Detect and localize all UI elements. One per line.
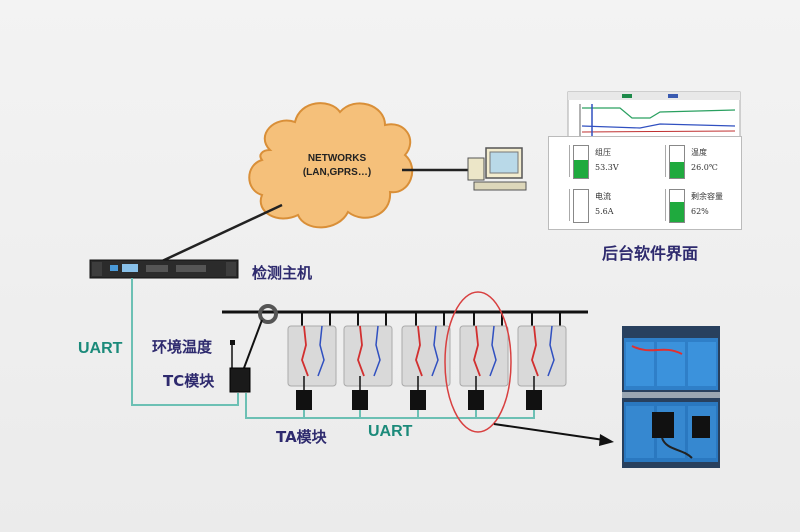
voltage-value: 53.3V bbox=[595, 163, 619, 172]
capacity-value: 62% bbox=[691, 207, 709, 216]
current-value: 5.6A bbox=[595, 207, 614, 216]
battery-string bbox=[287, 312, 567, 410]
uart-left-label: UART bbox=[78, 340, 123, 357]
host-cloud-link bbox=[159, 203, 283, 264]
voltage-tile: 组压 53.3V bbox=[551, 141, 643, 183]
capacity-name: 剩余容量 bbox=[691, 192, 723, 201]
battery-cell bbox=[459, 312, 509, 410]
uart-bottom-label: UART bbox=[368, 423, 413, 440]
highlight-ellipse bbox=[444, 291, 512, 433]
tc-module-box bbox=[229, 367, 251, 393]
voltage-name: 组压 bbox=[595, 148, 611, 157]
software-label: 后台软件界面 bbox=[602, 244, 699, 263]
battery-cell bbox=[287, 312, 337, 410]
current-sensor-icon bbox=[258, 304, 278, 324]
software-status-panel: 组压 53.3V 温度 26.0℃ 电流 5.6A 剩余容量 62% bbox=[548, 136, 742, 230]
battery-cell bbox=[401, 312, 451, 410]
tc-module-label: TC模块 bbox=[163, 372, 215, 390]
zoom-arrow bbox=[493, 423, 614, 446]
uart-wiring bbox=[131, 278, 535, 419]
current-tile: 电流 5.6A bbox=[551, 185, 643, 227]
battery-cell bbox=[517, 312, 567, 410]
host-label: 检测主机 bbox=[252, 264, 313, 282]
temperature-value: 26.0℃ bbox=[691, 163, 718, 172]
cloud-label: NETWORKS (LAN,GPRS…) bbox=[262, 152, 412, 180]
computer-icon bbox=[467, 147, 527, 191]
battery-cell bbox=[343, 312, 393, 410]
temperature-name: 温度 bbox=[691, 148, 707, 157]
capacity-tile: 剩余容量 62% bbox=[647, 185, 739, 227]
temp-probe-icon bbox=[230, 340, 235, 368]
cloud-line-1: NETWORKS bbox=[307, 153, 367, 164]
ta-module-label: TA模块 bbox=[276, 428, 327, 446]
temperature-tile: 温度 26.0℃ bbox=[647, 141, 739, 183]
current-name: 电流 bbox=[595, 192, 611, 201]
host-device bbox=[89, 259, 239, 279]
network-cloud bbox=[248, 102, 414, 229]
battery-photo bbox=[622, 326, 720, 468]
sensor-lead bbox=[243, 319, 263, 369]
env-temp-label: 环境温度 bbox=[152, 338, 213, 356]
cloud-line-2: (LAN,GPRS…) bbox=[302, 167, 372, 178]
